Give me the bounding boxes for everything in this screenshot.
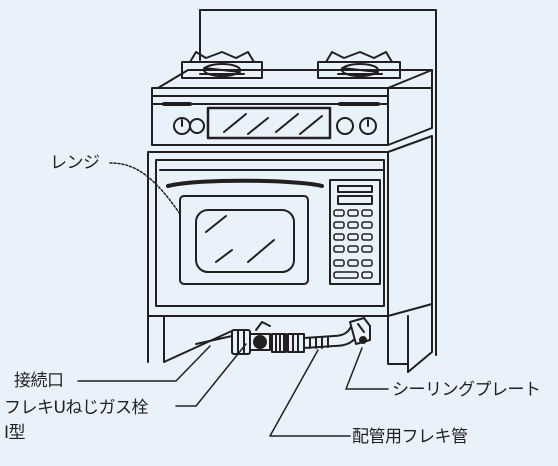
leader-connection-port	[77, 345, 211, 382]
gas-valve	[195, 321, 271, 355]
label-gas-valve: フレキUねじガス栓	[4, 398, 148, 418]
leader-range	[109, 162, 181, 215]
label-range: レンジ	[50, 153, 100, 173]
label-flexible-pipe: 配管用フレキ管	[352, 427, 468, 447]
leader-lines	[77, 162, 389, 437]
right-burner	[317, 51, 401, 79]
label-sealing-plate: シーリングプレート	[392, 380, 541, 400]
label-gas-valve-type: I型	[4, 423, 26, 443]
oven-body	[147, 135, 433, 317]
flexible-pipe	[271, 323, 361, 353]
control-knob-right	[359, 117, 377, 135]
left-burner	[181, 51, 263, 79]
grill-window	[206, 106, 332, 140]
leader-gas-valve	[175, 343, 247, 407]
keypad	[329, 179, 381, 285]
leader-flexible-pipe	[269, 349, 351, 437]
cabinet-base	[147, 303, 433, 373]
control-knob-left	[173, 117, 191, 135]
control-knob-center-left	[189, 118, 205, 134]
backsplash-panel	[199, 9, 437, 356]
sealing-plate	[349, 317, 371, 345]
control-knob-center-right	[336, 117, 354, 135]
oven-door-window	[179, 195, 309, 285]
label-connection-port: 接続口	[14, 371, 64, 391]
cooktop	[151, 51, 433, 146]
leader-sealing-plate	[345, 347, 389, 390]
